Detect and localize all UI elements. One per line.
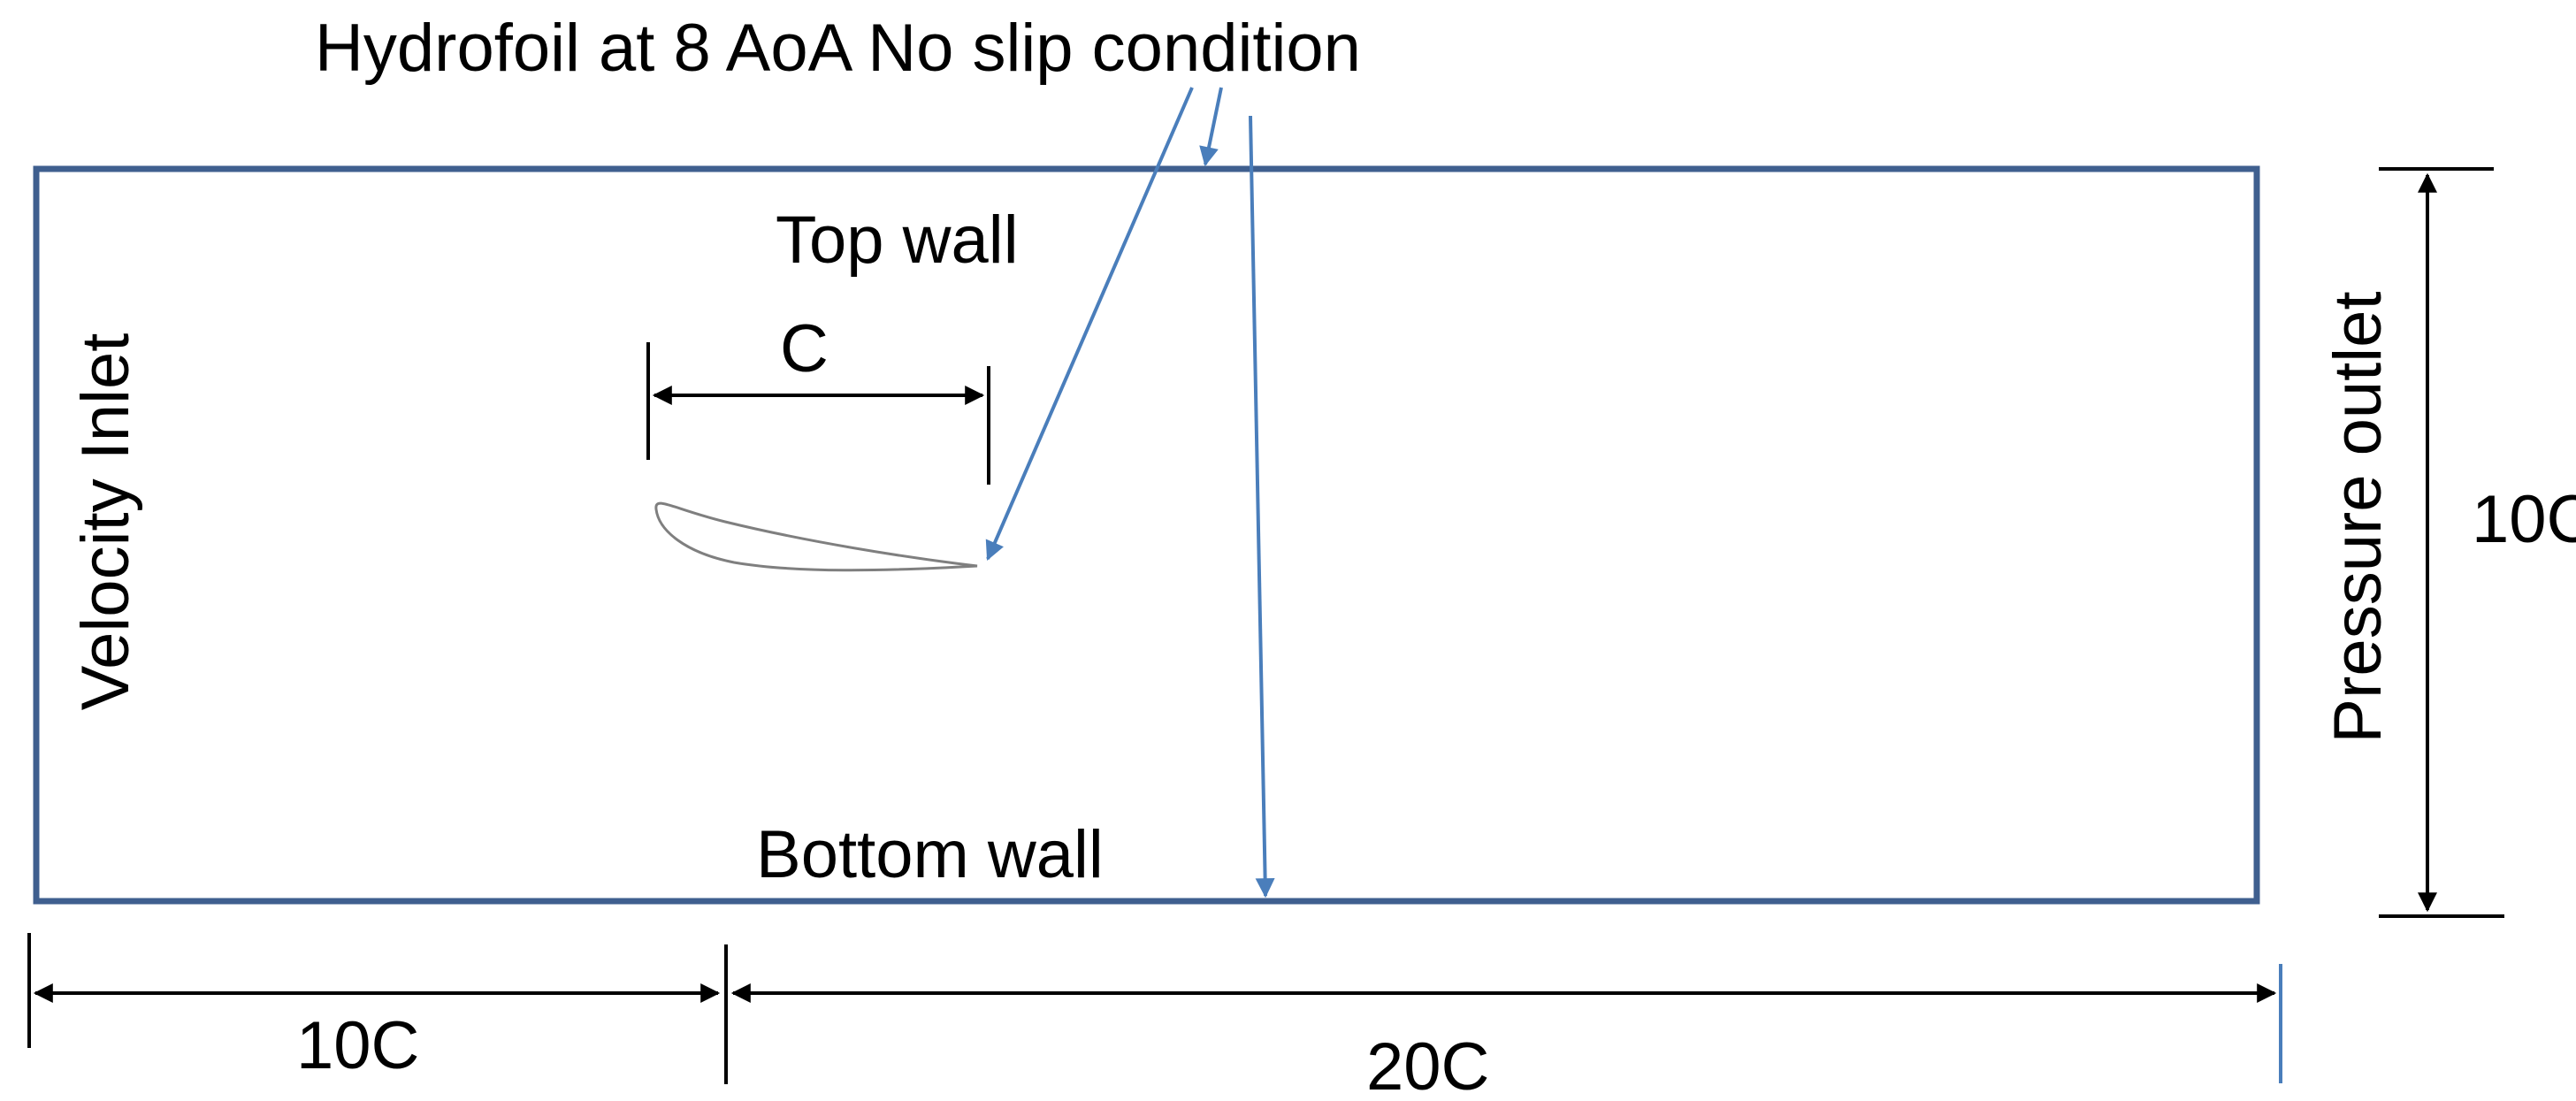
pressure-outlet-label: Pressure outlet	[2320, 291, 2396, 743]
downstream-length-label: 20C	[1366, 1029, 1489, 1101]
chord-label: C	[780, 311, 829, 386]
callout-arrow-to-hydrofoil	[985, 87, 1194, 562]
hydrofoil-note-label: Hydrofoil at 8 AoA No slip condition	[315, 11, 1361, 86]
height-dimension-label: 10C	[2472, 482, 2576, 557]
upstream-length-label: 10C	[296, 1008, 419, 1083]
callout-arrow-to-bottom-wall	[1249, 115, 1275, 898]
callout-arrow-to-top-wall	[1199, 87, 1223, 167]
domain-boundary	[33, 165, 2260, 905]
velocity-inlet-label: Velocity Inlet	[68, 333, 143, 711]
hydrofoil-shape	[654, 501, 978, 572]
top-wall-label: Top wall	[776, 203, 1019, 278]
bottom-wall-label: Bottom wall	[756, 817, 1104, 892]
